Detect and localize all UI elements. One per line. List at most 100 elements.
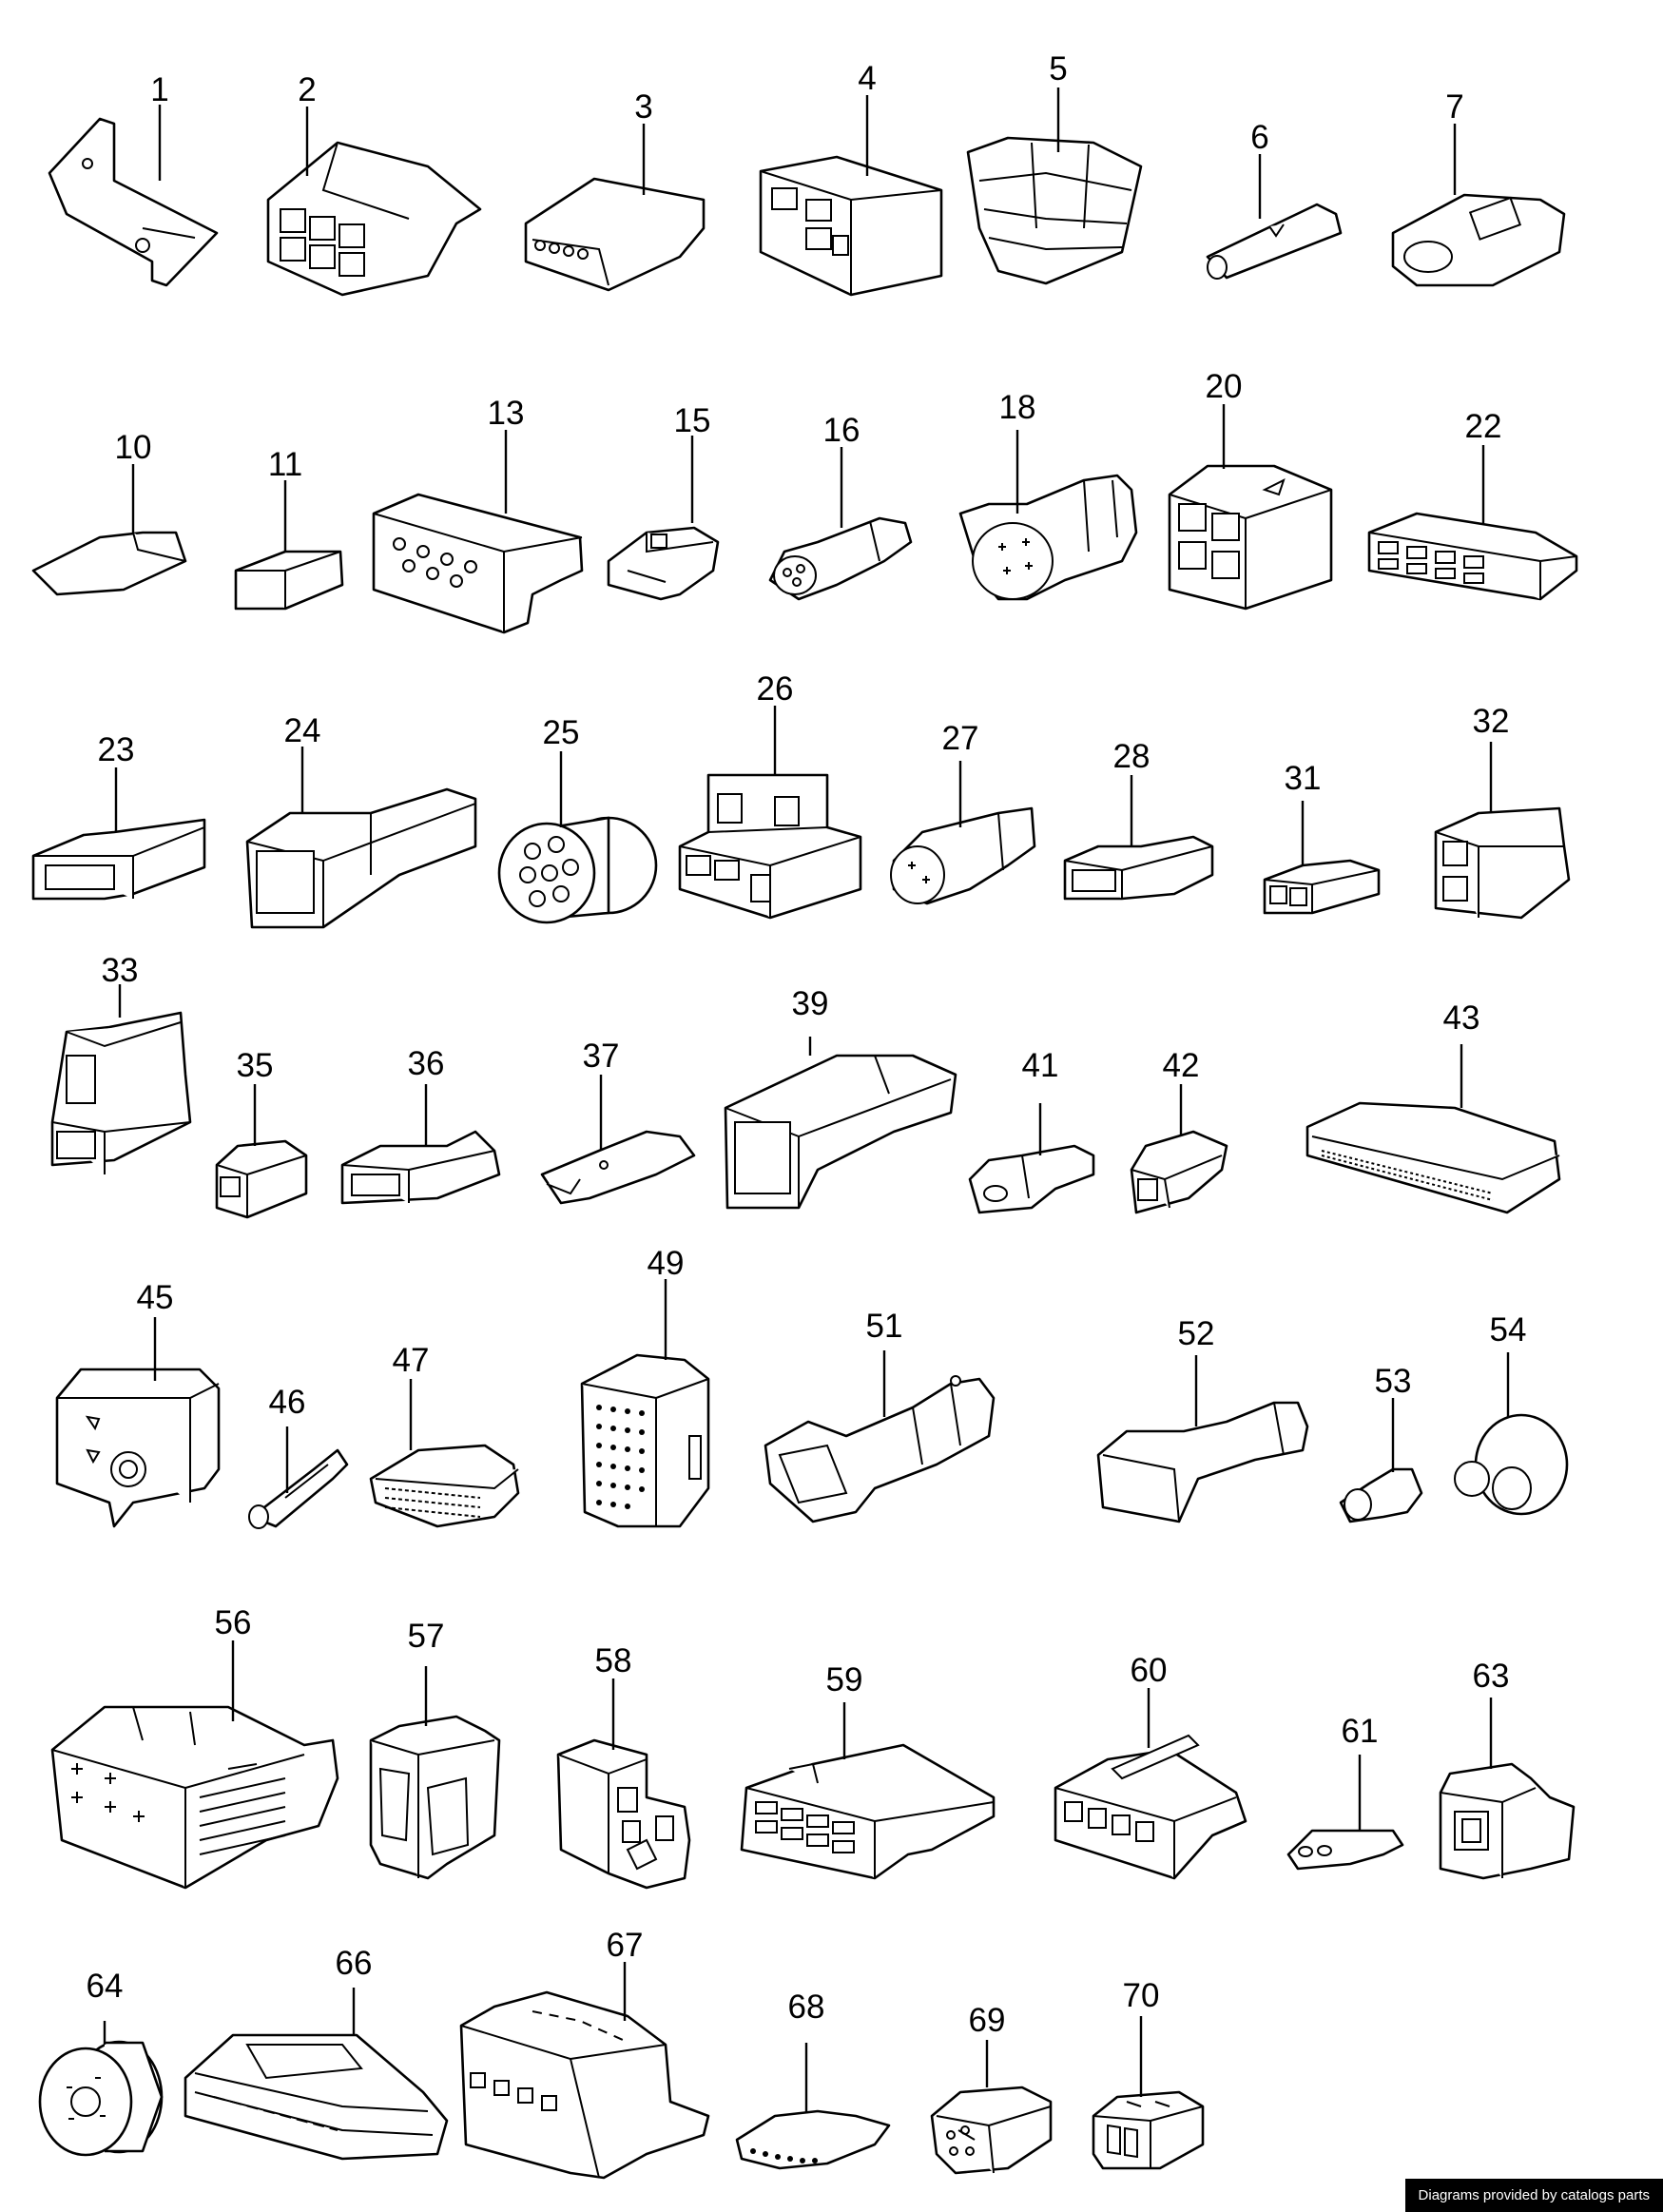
part-22: 22 [1367,408,1578,601]
part-label: 39 [792,985,829,1022]
part-24: 24 [245,712,477,929]
part-label: 4 [858,60,876,97]
part-label: 35 [237,1047,274,1084]
part-label: 18 [999,389,1036,426]
part-69: 69 [930,2002,1053,2175]
part-label: 33 [102,952,139,989]
part-label: 51 [866,1308,903,1345]
part-63: 63 [1439,1658,1576,1880]
part-label: 37 [583,1038,620,1075]
part-51: 51 [764,1308,996,1523]
part-37: 37 [540,1038,696,1205]
part-58: 58 [556,1642,691,1890]
part-1: 1 [48,71,219,287]
part-label: 23 [98,731,135,768]
part-4: 4 [759,60,943,297]
part-label: 41 [1022,1047,1059,1084]
part-label: 61 [1342,1713,1379,1750]
part-label: 67 [607,1927,644,1964]
part-label: 42 [1163,1047,1200,1084]
part-label: 52 [1178,1315,1215,1352]
part-label: 7 [1445,88,1463,126]
part-label: 2 [298,71,316,108]
part-26: 26 [678,670,862,920]
part-23: 23 [31,731,206,901]
part-45: 45 [55,1279,221,1528]
part-42: 42 [1130,1047,1228,1214]
credit-label: Diagrams provided by catalogs parts [1404,2179,1663,2212]
part-15: 15 [607,402,720,601]
part-6: 6 [1206,119,1343,280]
part-43: 43 [1305,999,1561,1214]
part-label: 69 [969,2002,1006,2039]
part-41: 41 [968,1047,1095,1214]
part-label: 63 [1473,1658,1510,1695]
part-label: 32 [1473,703,1510,740]
part-label: 26 [757,670,794,708]
part-label: 15 [674,402,711,439]
part-label: 54 [1490,1311,1527,1349]
part-label: 27 [942,720,979,757]
part-label: 64 [87,1968,124,2005]
part-label: 31 [1285,760,1322,797]
part-31: 31 [1263,760,1381,915]
part-label: 5 [1049,50,1067,87]
part-label: 56 [215,1604,252,1641]
part-label: 70 [1123,1977,1160,2014]
part-35: 35 [215,1047,308,1219]
part-label: 60 [1131,1652,1168,1689]
part-label: 6 [1250,119,1268,156]
part-47: 47 [369,1342,520,1528]
part-3: 3 [524,88,706,292]
part-20: 20 [1168,368,1333,611]
part-label: 53 [1375,1363,1412,1400]
part-13: 13 [372,395,584,634]
part-label: 25 [543,714,580,751]
part-2: 2 [266,71,482,297]
part-label: 1 [150,71,168,108]
part-46: 46 [248,1384,349,1529]
part-36: 36 [340,1045,501,1205]
part-10: 10 [31,429,187,596]
part-64: 64 [38,1968,164,2157]
part-16: 16 [768,412,913,601]
part-label: 57 [408,1618,445,1655]
part-label: 68 [788,1989,825,2026]
part-27: 27 [890,720,1036,905]
part-33: 33 [50,952,192,1174]
part-67: 67 [459,1927,710,2180]
part-66: 66 [184,1945,449,2161]
part-5: 5 [966,50,1143,285]
part-68: 68 [735,1989,891,2170]
part-label: 45 [137,1279,174,1316]
part-label: 24 [284,712,321,749]
part-49: 49 [580,1245,710,1528]
part-label: 22 [1465,408,1502,445]
part-57: 57 [369,1618,501,1880]
part-label: 13 [488,395,525,432]
part-60: 60 [1054,1652,1247,1880]
part-11: 11 [234,446,344,611]
part-label: 49 [648,1245,685,1282]
part-28: 28 [1063,738,1214,901]
part-label: 3 [634,88,652,126]
part-56: 56 [50,1604,339,1890]
part-label: 66 [336,1945,373,1982]
part-label: 58 [595,1642,632,1679]
part-32: 32 [1434,703,1571,920]
part-label: 28 [1113,738,1151,775]
part-label: 20 [1206,368,1243,405]
part-53: 53 [1339,1363,1423,1523]
part-label: 59 [826,1661,863,1698]
part-label: 11 [268,446,302,483]
part-label: 36 [408,1045,445,1082]
part-52: 52 [1096,1315,1309,1523]
part-18: 18 [958,389,1138,601]
part-label: 47 [393,1342,430,1379]
part-54: 54 [1454,1311,1569,1516]
part-39: 39 [724,985,957,1210]
part-61: 61 [1286,1713,1404,1871]
part-7: 7 [1391,88,1566,287]
part-label: 10 [115,429,152,466]
